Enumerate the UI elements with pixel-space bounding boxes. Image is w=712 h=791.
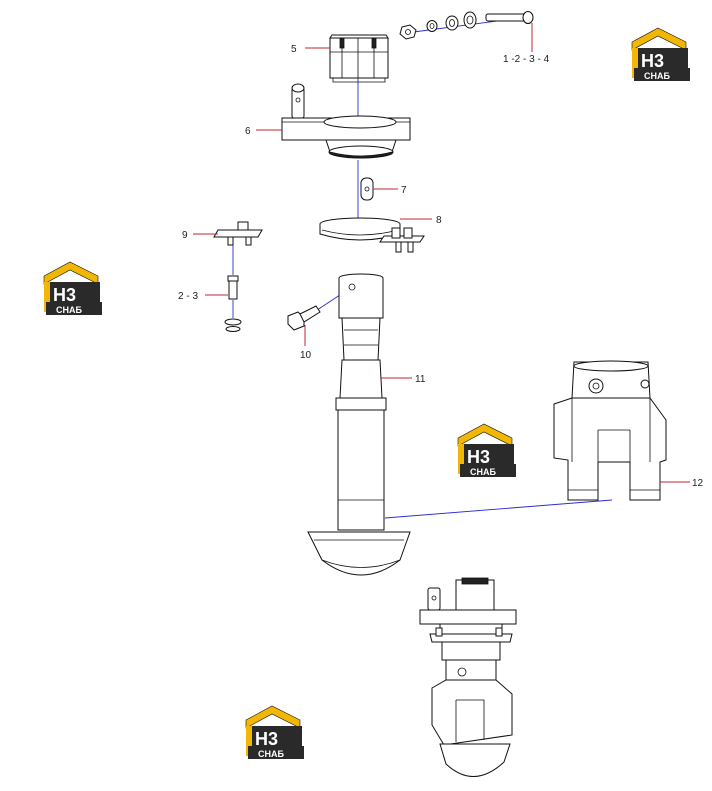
part-shaft xyxy=(307,273,411,576)
callout-12: 12 xyxy=(692,478,704,489)
logo-top-text: H3 xyxy=(255,729,278,749)
callout-11: 11 xyxy=(415,374,426,385)
logo-bottom-text: СНАБ xyxy=(258,749,284,759)
logo-bottom-text: СНАБ xyxy=(644,71,670,81)
watermark-logo-center: H3 СНАБ xyxy=(457,423,517,478)
part-castle-nut xyxy=(329,34,389,83)
part-bolt-washer-set xyxy=(399,11,534,40)
callout-9: 9 xyxy=(182,230,188,241)
leader-lines xyxy=(193,23,690,483)
watermark-logo-top-right: H3 СНАБ xyxy=(631,27,691,82)
part-ring-flange xyxy=(319,217,425,253)
callout-7: 7 xyxy=(401,185,407,196)
watermark-logo-bottom-left: H3 СНАБ xyxy=(245,705,305,760)
logo-top-text: H3 xyxy=(641,51,664,71)
logo-top-text: H3 xyxy=(467,447,490,467)
callout-8: 8 xyxy=(436,215,442,226)
callout-5: 5 xyxy=(291,44,297,55)
part-lever-bracket xyxy=(281,83,411,159)
watermark-logo-left: H3 СНАБ xyxy=(43,261,103,316)
part-bolt-2-3 xyxy=(224,275,242,332)
logo-top-text: H3 xyxy=(53,285,76,305)
callout-labels: 1 -2 - 3 - 4 5 6 7 8 9 2 - 3 10 11 12 xyxy=(178,44,704,489)
callout-2-3: 2 - 3 xyxy=(178,291,198,302)
logo-bottom-text: СНАБ xyxy=(470,467,496,477)
callout-10: 10 xyxy=(300,350,312,361)
callout-6: 6 xyxy=(245,126,251,137)
part-small-plate xyxy=(213,221,263,246)
part-fork-knuckle xyxy=(553,360,667,501)
callout-1-2-3-4: 1 -2 - 3 - 4 xyxy=(503,54,550,65)
part-key xyxy=(360,177,374,201)
assembled-view xyxy=(419,577,517,777)
part-hex-bolt xyxy=(287,305,321,331)
logo-bottom-text: СНАБ xyxy=(56,305,82,315)
